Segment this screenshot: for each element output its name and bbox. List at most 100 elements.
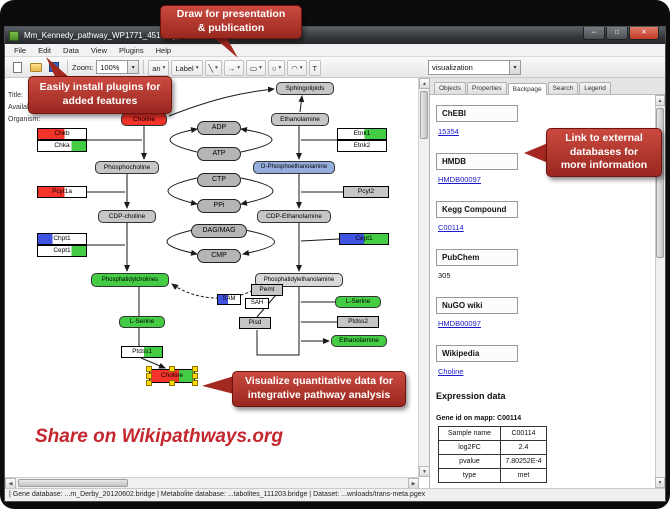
pathway-node-l-serine[interactable]: L-Serine (119, 316, 165, 328)
pathway-node-chpt1[interactable]: Chpt1 (37, 233, 87, 245)
dropdown-icon[interactable]: ▾ (195, 65, 199, 72)
selection-handle[interactable] (192, 373, 198, 379)
pathway-node-cept1[interactable]: Cept1 (37, 245, 87, 257)
menu-edit[interactable]: Edit (38, 45, 52, 55)
pathway-node-etnk1[interactable]: Etnk1 (337, 128, 387, 140)
dropdown-icon[interactable]: ▾ (299, 65, 303, 72)
oval-tool[interactable]: ○▾ (267, 60, 286, 77)
pathway-node-pemt[interactable]: Pemt (251, 284, 283, 296)
section-header: Kegg Compound (436, 201, 518, 218)
canvas-info-line: Availabil (8, 104, 34, 111)
dropdown-icon[interactable]: ▾ (259, 65, 262, 72)
pathway-node-cmp[interactable]: CMP (197, 249, 241, 263)
zoom-combobox[interactable]: 100% ▾ (96, 60, 140, 74)
scroll-up-button[interactable]: ▲ (655, 95, 665, 106)
pathway-node-pisd[interactable]: Pisd (239, 317, 271, 329)
canvas-vscrollbar[interactable]: ▲ ▼ (418, 78, 429, 477)
line-tool[interactable]: ╲▾ (204, 60, 222, 77)
pathway-node-l-serine[interactable]: L-Serine (335, 296, 381, 308)
scroll-left-button[interactable]: ◀ (5, 478, 16, 488)
pathway-node-phosphatidylcholines[interactable]: Phosphatidylcholines (91, 273, 169, 287)
selection-handle[interactable] (169, 366, 175, 372)
datanode-tool[interactable]: an▾ (148, 60, 170, 77)
pathway-node-cept1[interactable]: Cept1 (339, 233, 389, 245)
pathway-node-pcyt2[interactable]: Pcyt2 (343, 186, 389, 198)
callout-draw-for-presentation: Draw for presentation& publication (160, 5, 302, 39)
dropdown-icon[interactable]: ▾ (278, 65, 282, 72)
pathway-node-phosphatidylethanolamine[interactable]: Phosphatidylethanolamine (255, 273, 343, 287)
arc-tool[interactable]: ◠▾ (287, 60, 307, 77)
new-file-button[interactable] (9, 59, 26, 75)
panel-scrollbar-thumb[interactable] (656, 108, 664, 258)
external-link[interactable]: HMDB00097 (438, 175, 481, 184)
dropdown-icon[interactable]: ▾ (127, 61, 139, 73)
pathway-node-choline[interactable]: Choline (121, 113, 167, 126)
open-file-button[interactable] (27, 59, 44, 75)
scroll-right-button[interactable]: ▶ (408, 478, 419, 488)
scroll-down-button[interactable]: ▼ (655, 477, 665, 488)
pathway-node-sphingolipids[interactable]: Sphingolipids (276, 82, 334, 95)
scroll-down-button[interactable]: ▼ (419, 466, 429, 477)
menu-data[interactable]: Data (63, 45, 79, 55)
close-button[interactable]: ✕ (629, 27, 659, 40)
pathway-node-ptdss1[interactable]: Ptdss1 (121, 346, 163, 358)
vscrollbar-thumb[interactable] (420, 91, 428, 139)
pathway-node-ethanolamine[interactable]: Ethanolamine (271, 113, 329, 126)
selection-handle[interactable] (146, 373, 152, 379)
external-link[interactable]: Choline (438, 367, 464, 376)
label-tool[interactable]: Label▾ (171, 60, 203, 77)
tab-backpage[interactable]: Backpage (507, 83, 547, 95)
external-link[interactable]: 15354 (438, 127, 459, 136)
pathway-node-ethanolamine[interactable]: Ethanolamine (331, 335, 387, 347)
dropdown-icon[interactable]: ▾ (237, 65, 241, 72)
menu-help[interactable]: Help (155, 45, 172, 55)
pathway-node-cdp-ethanolamine[interactable]: CDP-Ethanolamine (257, 210, 331, 223)
scroll-up-button[interactable]: ▲ (419, 78, 429, 89)
menu-plugins[interactable]: Plugins (119, 45, 144, 55)
hscrollbar-thumb[interactable] (18, 479, 128, 487)
pathway-node-phosphocholine[interactable]: Phosphocholine (95, 161, 159, 174)
minimize-button[interactable]: ─ (583, 27, 605, 40)
canvas-hscr ollbar[interactable]: ◀ ▶ (5, 477, 419, 488)
shape-tool[interactable]: ▭▾ (246, 60, 266, 77)
pathway-node-chkb[interactable]: Chkb (37, 128, 87, 140)
pathway-node-chka[interactable]: Chka (37, 140, 87, 152)
tab-search[interactable]: Search (547, 82, 579, 94)
pathway-node-atp[interactable]: ATP (197, 147, 241, 161)
visualization-combobox[interactable]: visualization ▾ (428, 60, 521, 75)
dropdown-icon[interactable]: ▾ (509, 61, 520, 74)
callout-line: Visualize quantitative data for (244, 375, 393, 388)
tab-properties[interactable]: Properties (467, 82, 507, 94)
selection-handle[interactable] (192, 380, 198, 386)
pathway-node-adp[interactable]: ADP (197, 121, 241, 135)
pathway-node-o-phosphoethanolamine[interactable]: O-Phosphoethanolamine (253, 161, 335, 174)
selection-handle[interactable] (146, 380, 152, 386)
menu-view[interactable]: View (90, 45, 107, 55)
external-link[interactable]: C00114 (438, 223, 464, 232)
pathway-node-ctp[interactable]: CTP (197, 173, 241, 187)
pathway-node-sah[interactable]: SAH (245, 298, 269, 309)
maximize-button[interactable]: □ (606, 27, 628, 40)
dropdown-icon[interactable]: ▾ (215, 65, 218, 72)
title-bar[interactable]: Mm_Kennedy_pathway_WP1771_45176.gpml ─ □… (5, 27, 665, 44)
selection-handle[interactable] (169, 380, 175, 386)
pathway-node-sam[interactable]: SAM (217, 294, 241, 305)
pathway-node-etnk2[interactable]: Etnk2 (337, 140, 387, 152)
selection-handle[interactable] (146, 366, 152, 372)
dropdown-icon[interactable]: ▾ (162, 65, 166, 72)
pathway-node-ppi[interactable]: PPi (197, 199, 241, 213)
panel-scrollbar[interactable]: ▲ ▼ (655, 95, 665, 488)
pathway-node-cdp-choline[interactable]: CDP-choline (98, 210, 156, 223)
external-link[interactable]: HMDB00097 (438, 319, 481, 328)
new-page-icon (13, 61, 22, 73)
tab-objects[interactable]: Objects (434, 82, 467, 94)
pathway-node-pcyt1a[interactable]: Pcyt1a (37, 186, 87, 198)
text-tool[interactable]: T (308, 60, 322, 77)
connector-tool[interactable]: →▾ (223, 60, 245, 77)
menu-file[interactable]: File (14, 45, 27, 55)
tab-legend[interactable]: Legend (579, 82, 611, 94)
selection-handle[interactable] (192, 366, 198, 372)
pathway-node-ptdss2[interactable]: Ptdss2 (337, 316, 379, 328)
pathway-node-dag-mag[interactable]: DAG/MAG (191, 224, 247, 238)
